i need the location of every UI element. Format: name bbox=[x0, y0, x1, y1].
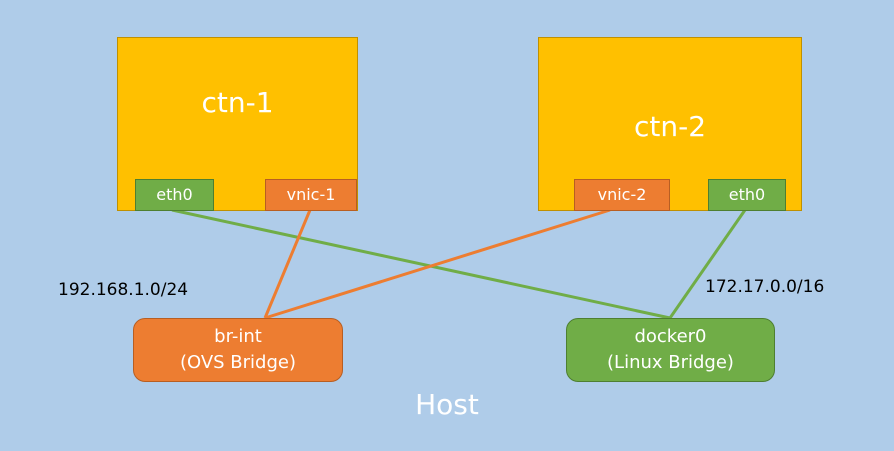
bridge-name: docker0 bbox=[634, 326, 707, 347]
ctn-2-vnic-2-interface: vnic-2 bbox=[574, 179, 670, 211]
br-int-subnet-label: 192.168.1.0/24 bbox=[58, 280, 189, 300]
bridge-type: (OVS Bridge) bbox=[179, 352, 297, 373]
link-ctn2-eth0-to-docker0 bbox=[668, 209, 747, 319]
ctn-2-eth0-interface: eth0 bbox=[708, 179, 786, 211]
docker0-subnet-label: 172.17.0.0/16 bbox=[705, 277, 825, 297]
bridge-name: br-int bbox=[214, 326, 262, 347]
link-vnic2-to-br-int bbox=[264, 208, 611, 320]
container-title: ctn-2 bbox=[633, 110, 707, 143]
container-ctn-2: ctn-2 vnic-2 eth0 bbox=[538, 37, 802, 211]
docker0-linux-bridge: docker0 (Linux Bridge) bbox=[566, 318, 775, 382]
bridge-type: (Linux Bridge) bbox=[607, 352, 734, 373]
host-label: Host bbox=[415, 388, 479, 421]
ctn-1-eth0-interface: eth0 bbox=[135, 179, 214, 211]
container-ctn-1: ctn-1 eth0 vnic-1 bbox=[117, 37, 358, 211]
ctn-1-vnic-1-interface: vnic-1 bbox=[265, 179, 357, 211]
container-title: ctn-1 bbox=[201, 86, 274, 119]
link-ctn1-eth0-to-docker0 bbox=[171, 208, 671, 320]
link-vnic1-to-br-int bbox=[263, 209, 312, 319]
br-int-ovs-bridge: br-int (OVS Bridge) bbox=[133, 318, 343, 382]
